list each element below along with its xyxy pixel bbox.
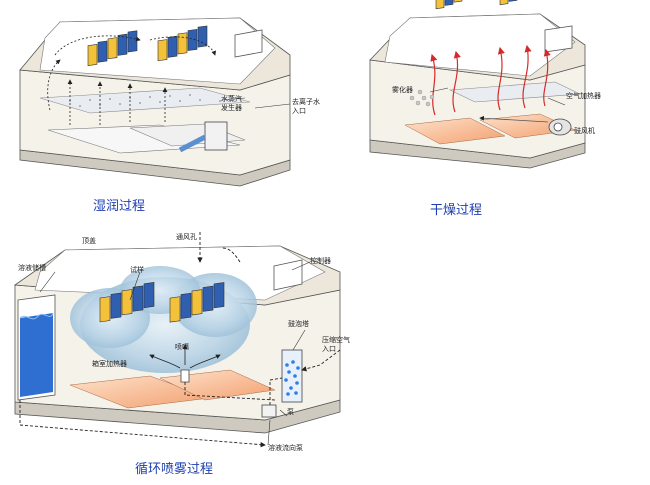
label-fan: 鼓风机	[574, 127, 595, 135]
label-chamber-heater: 箱室加热器	[92, 360, 127, 368]
label-solution-tank: 溶液储槽	[18, 264, 46, 272]
steam-flow-arrow	[178, 134, 207, 153]
label-return-pump: 溶液流向泵	[268, 444, 303, 452]
label-steam-generator: 水蒸汽 发生器	[221, 95, 242, 112]
nozzle	[180, 369, 190, 383]
controller-box	[273, 259, 303, 291]
cycle-chamber	[13, 232, 341, 448]
humid-tray	[39, 87, 251, 114]
label-air-heater: 空气加热器	[566, 92, 601, 100]
label-vent: 通风孔	[176, 233, 197, 241]
label-specimen: 试样	[130, 266, 144, 274]
solution-liquid	[20, 313, 53, 397]
dry-control-box	[544, 25, 573, 53]
label-compressed-air: 压缩空气 入口	[322, 336, 350, 353]
label-top-cover: 顶盖	[82, 237, 96, 245]
cycle-specimens-right	[169, 282, 225, 323]
label-water-inlet: 去离子水 入口	[292, 98, 320, 115]
caption-cycle: 循环喷雾过程	[135, 462, 214, 477]
cycle-specimens-left	[99, 282, 155, 323]
label-atomizer: 雾化器	[392, 86, 413, 94]
bubble-tower-bubbles	[284, 360, 300, 396]
pump	[261, 404, 277, 418]
bubble-tower	[281, 349, 303, 403]
caption-dry: 干燥过程	[430, 203, 483, 218]
humid-specimens-right	[157, 25, 208, 62]
caption-humid: 湿润过程	[93, 199, 146, 214]
steam-generator	[204, 121, 228, 151]
label-controller: 控制器	[310, 257, 331, 265]
humid-control-box	[234, 29, 263, 58]
label-nozzle: 喷嘴	[175, 343, 189, 351]
label-pump: 泵	[287, 408, 294, 416]
atomizer-droplets	[409, 89, 435, 107]
dry-floor-left	[404, 117, 506, 145]
dry-chamber	[369, 0, 586, 169]
humid-chamber	[19, 17, 291, 187]
label-bubble-tower: 鼓泡塔	[288, 320, 309, 328]
